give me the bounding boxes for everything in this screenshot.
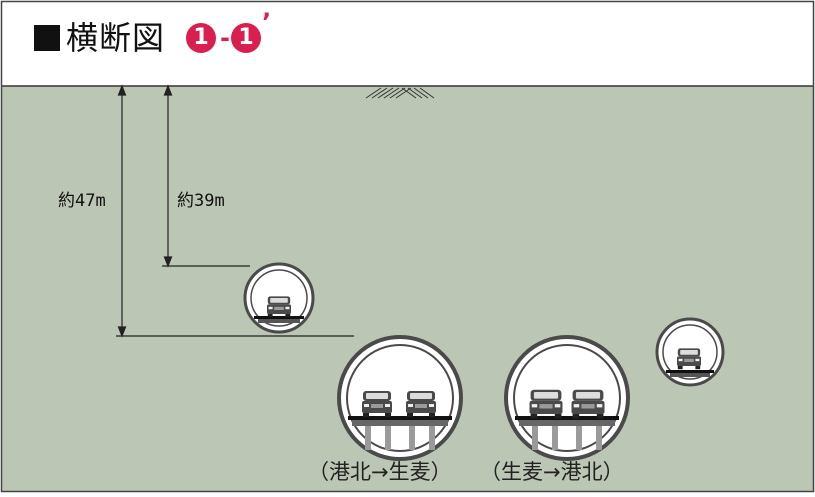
depth-label-39m: 約39m [177,191,225,211]
ground-hatch-symbol [365,87,435,99]
tunnel-small-right [655,317,725,387]
section-to-number: 1 [238,25,254,50]
depth-dimension-39m [162,84,250,268]
depth-dimension-47m [116,84,354,338]
header-area [0,0,815,86]
page-title: 横断図 [66,16,165,60]
tunnel-small-left [243,262,315,334]
depth-label-47m: 約47m [58,191,106,211]
caption-right-tunnel: （生麦→港北） [480,460,624,484]
section-prime: ’ [262,8,272,36]
section-to-marker-icon [231,23,261,53]
section-separator: - [220,24,230,52]
caption-left-tunnel: （港北→生麦） [308,460,452,484]
title-square-icon [34,25,60,51]
section-from-marker-icon [186,23,216,53]
tunnel-main-right [504,335,630,461]
tunnel-main-left [337,335,463,461]
section-from-number: 1 [193,25,209,50]
title-text: 横断図 [66,19,166,57]
